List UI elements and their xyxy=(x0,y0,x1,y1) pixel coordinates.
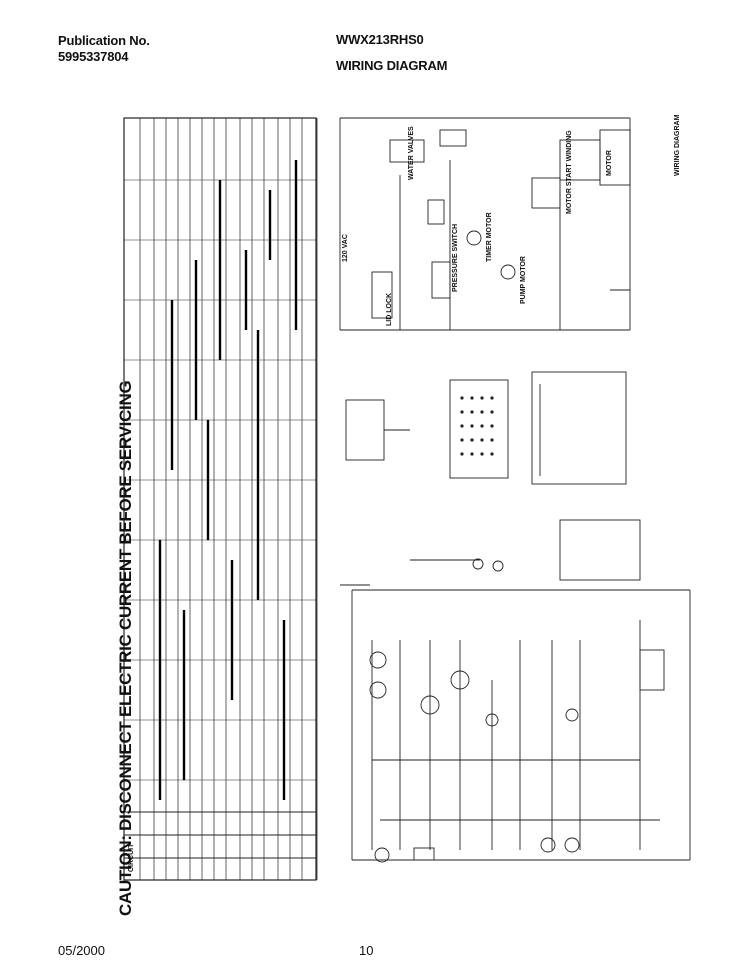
circuit-column-label: CIRCUIT xyxy=(128,843,135,872)
schematic-middle xyxy=(340,371,641,586)
schematic-lower xyxy=(351,589,691,863)
caution-warning: CAUTION: DISCONNECT ELECTRIC CURRENT BEF… xyxy=(116,381,140,916)
timer-chart xyxy=(123,117,317,881)
timer-motor-label: TIMER MOTOR xyxy=(486,212,493,262)
pump-motor-label: PUMP MOTOR xyxy=(520,256,527,304)
motor-start-winding-label: MOTOR START WINDING xyxy=(566,130,573,214)
motor-label: MOTOR xyxy=(606,150,613,176)
pressure-switch-label: PRESSURE SWITCH xyxy=(452,223,459,292)
schematic-upper xyxy=(339,117,631,331)
model-number: WWX213RHS0 xyxy=(336,32,424,47)
supply-voltage-label: 120 VAC xyxy=(342,234,349,262)
caution-text: CAUTION: DISCONNECT ELECTRIC CURRENT BEF… xyxy=(116,380,135,916)
side-title-label: WIRING DIAGRAM xyxy=(674,114,681,176)
page-title: WIRING DIAGRAM xyxy=(336,58,448,73)
publication-number: 5995337804 xyxy=(58,49,129,64)
timer-terminal-block xyxy=(460,396,494,456)
water-valves-label: WATER VALVES xyxy=(408,126,415,180)
publication-label: Publication No. xyxy=(58,33,150,48)
lid-lock-label: LID LOCK xyxy=(386,292,393,326)
page-number: 10 xyxy=(359,943,374,958)
footer-date: 05/2000 xyxy=(58,943,105,958)
